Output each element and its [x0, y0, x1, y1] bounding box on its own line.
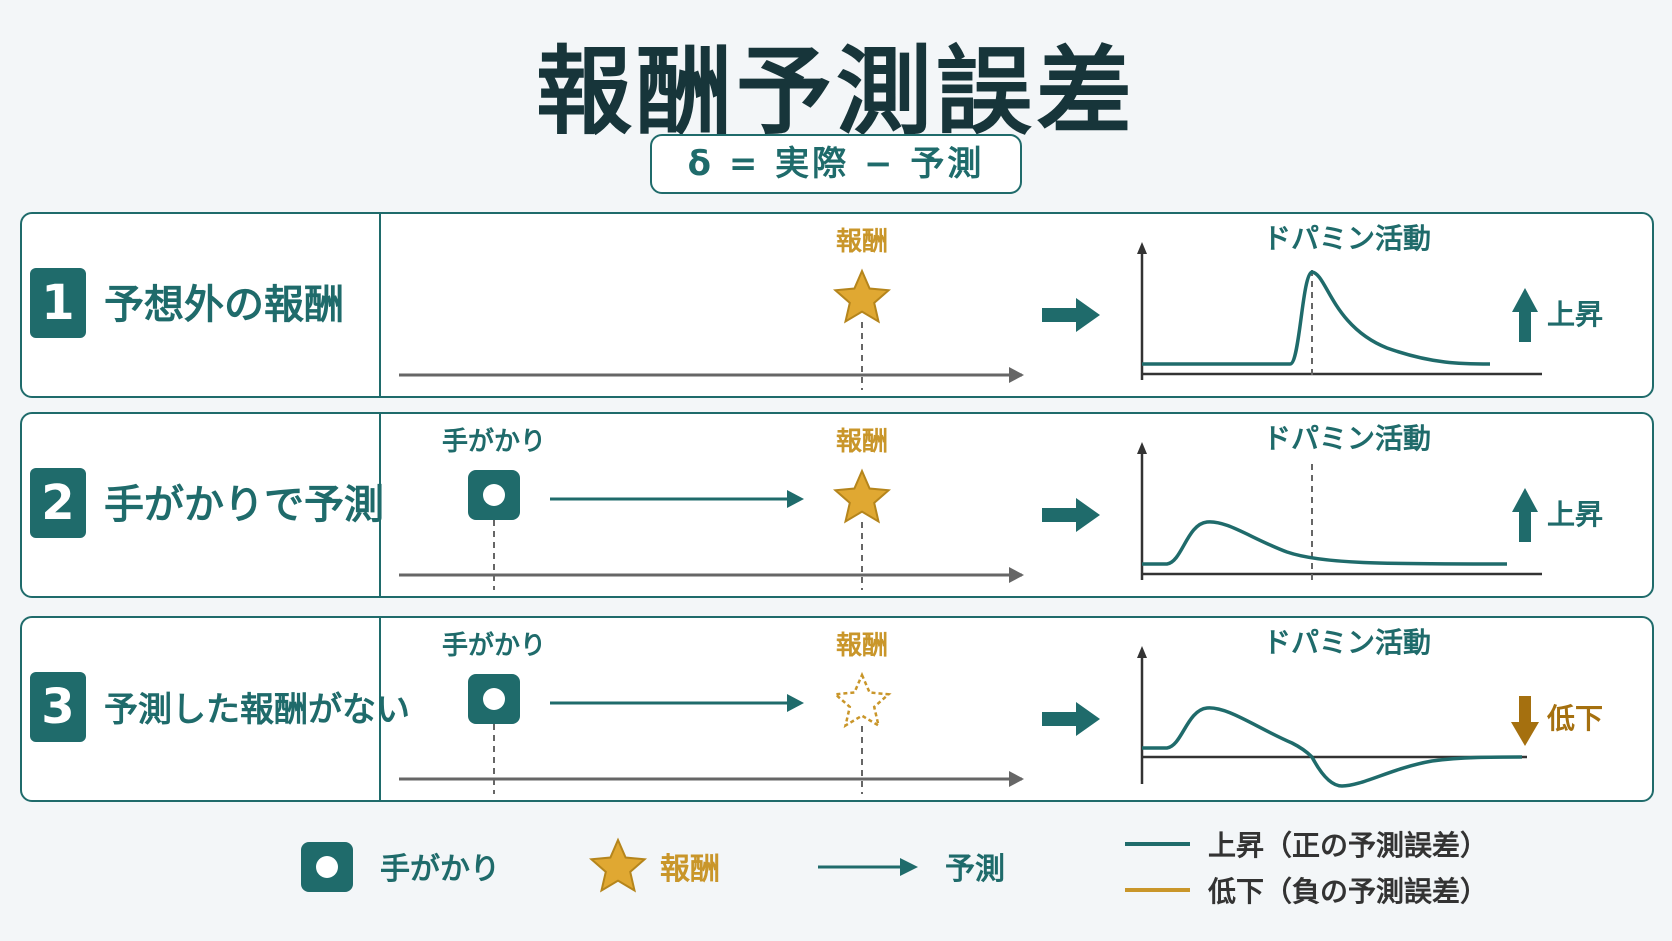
panel-cue-prediction: 2 手がかりで予測 手がかり 報酬 ドパミン活動 上昇 [20, 412, 1654, 598]
page-title: 報酬予測誤差 [536, 36, 1136, 148]
legend: 手がかり 報酬 予測 上昇（正の予測誤差） 低下（負の予測誤差） [0, 829, 1672, 930]
prediction-arrowhead [787, 490, 804, 508]
right-arrow-icon [1042, 702, 1100, 736]
case-label: 手がかりで予測 [104, 482, 384, 528]
case-number-badge: 2 [30, 468, 86, 538]
result-label: 低下 [1546, 702, 1603, 735]
reward-star-icon [832, 268, 892, 324]
legend-reward-star-icon [588, 837, 648, 893]
dopamine-trace [1142, 270, 1491, 366]
timeline-scene: 手がかり 報酬 ドパミン活動 上昇 [399, 422, 1603, 590]
arrow-down-icon [1511, 696, 1539, 746]
formula-box: δ = 実際 − 予測 [650, 134, 1022, 194]
graph-title: ドパミン活動 [1263, 222, 1431, 255]
legend-prediction-arrowhead [900, 858, 918, 876]
panel-label-area: 1 予想外の報酬 [22, 214, 381, 396]
arrow-up-icon [1512, 488, 1538, 542]
timeline-scene: 報酬 ドパミン活動 上昇 [399, 222, 1603, 390]
legend-cue-icon [301, 842, 353, 892]
cue-icon [468, 470, 520, 520]
legend-increase-label: 上昇（正の予測誤差） [1208, 829, 1489, 862]
prediction-arrowhead [787, 694, 804, 712]
result-label: 上昇 [1547, 498, 1603, 531]
legend-cue-label: 手がかり [380, 852, 500, 887]
reward-label: 報酬 [836, 427, 888, 457]
right-arrow-icon [1042, 498, 1100, 532]
panel-label-area: 2 手がかりで予測 [22, 414, 384, 596]
result-label: 上昇 [1547, 298, 1603, 331]
graph-y-axis-arrowhead [1137, 442, 1147, 454]
legend-reward-label: 報酬 [660, 852, 720, 887]
cue-label: 手がかり [442, 426, 546, 457]
legend-prediction-label: 予測 [945, 852, 1005, 887]
reward-star-icon [832, 468, 892, 524]
right-arrow-icon [1042, 298, 1100, 332]
legend-graphics [301, 837, 1190, 893]
case-number-badge: 1 [30, 268, 86, 338]
reward-label: 報酬 [836, 631, 888, 661]
missing-reward-star-icon [832, 671, 892, 729]
panel-unexpected-reward: 1 予想外の報酬 報酬 ドパミン活動 上昇 [20, 212, 1654, 398]
cue-icon [468, 674, 520, 724]
case-label: 予想外の報酬 [104, 282, 344, 328]
timeline-axis-arrowhead [1009, 771, 1024, 787]
arrow-up-icon [1512, 288, 1538, 342]
timeline-axis-arrowhead [1009, 567, 1024, 583]
timeline-axis-arrowhead [1009, 367, 1024, 383]
panel-label-area: 3 予測した報酬がない [22, 618, 410, 800]
reward-label: 報酬 [836, 227, 888, 257]
graph-title: ドパミン活動 [1263, 422, 1431, 455]
graph-y-axis-arrowhead [1137, 242, 1147, 254]
dopamine-trace [1142, 706, 1314, 759]
legend-decrease-label: 低下（負の予測誤差） [1208, 875, 1489, 908]
graph-title: ドパミン活動 [1263, 626, 1431, 659]
case-number-badge: 3 [30, 672, 86, 742]
panel-missing-reward: 3 予測した報酬がない 手がかり 報酬 ドパミン活動 低下 [20, 616, 1654, 802]
timeline-scene: 手がかり 報酬 ドパミン活動 低下 [399, 626, 1603, 794]
case-label: 予測した報酬がない [104, 690, 410, 730]
negative-dip-trace [1310, 755, 1523, 788]
dopamine-trace [1142, 520, 1508, 566]
cue-label: 手がかり [442, 630, 546, 661]
graph-y-axis-arrowhead [1137, 646, 1147, 658]
